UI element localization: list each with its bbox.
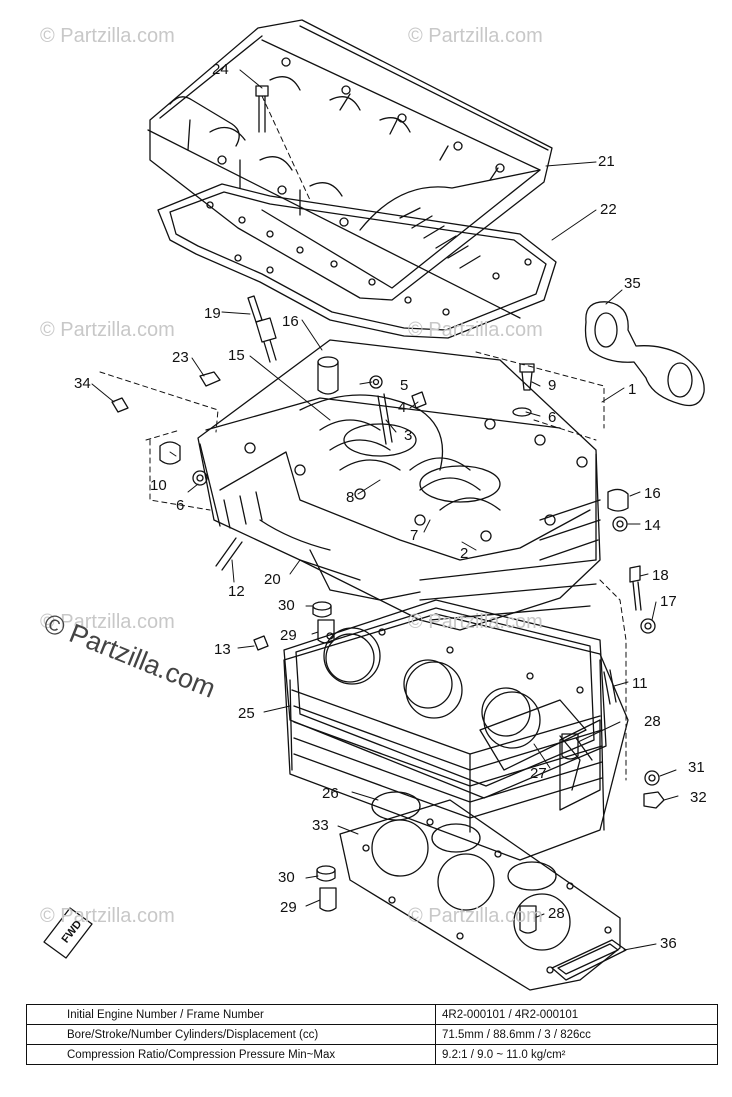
callout-33: 33 [312,817,329,834]
callout-19: 19 [204,305,221,322]
callout-16: 16 [644,485,661,502]
callout-25: 25 [238,705,255,722]
callout-35: 35 [624,275,641,292]
callout-15: 15 [228,347,245,364]
callout-24: 24 [212,61,229,78]
base-gasket [339,791,621,991]
callout-13: 13 [214,641,231,658]
studs [215,393,617,705]
callout-14: 14 [644,517,661,534]
leader-lines [91,69,679,951]
callout-22: 22 [600,201,617,218]
watermark: © Partzilla.com [40,905,175,927]
spark-plug [247,295,277,363]
callout-27: 27 [530,765,547,782]
callout-17: 17 [660,593,677,610]
callout-16: 16 [282,313,299,330]
spec-value: 9.2:1 / 9.0 ~ 11.0 kg/cm² [435,1044,718,1065]
assembly-lines [99,95,627,781]
spec-label: Compression Ratio/Compression Pressure M… [26,1044,436,1065]
cover-gasket [157,183,557,339]
callout-23: 23 [172,349,189,366]
callout-8: 8 [346,489,354,506]
watermark: © Partzilla.com [40,319,175,341]
gasket-35 [584,301,705,407]
callout-10: 10 [150,477,167,494]
callout-36: 36 [660,935,677,952]
head-gasket [283,599,607,799]
callout-9: 9 [548,377,556,394]
watermark: © Partzilla.com [40,611,175,633]
callout-21: 21 [598,153,615,170]
callout-31: 31 [688,759,705,776]
callout-26: 26 [322,785,339,802]
callout-5: 5 [400,377,408,394]
watermark: © Partzilla.com [408,319,543,341]
callout-1: 1 [628,381,636,398]
callout-29: 29 [280,899,297,916]
spec-row: Bore/Stroke/Number Cylinders/Displacemen… [26,1024,718,1045]
callout-6: 6 [176,497,184,514]
nuts [643,770,665,809]
callout-7: 7 [410,527,418,544]
callout-20: 20 [264,571,281,588]
spec-row: Compression Ratio/Compression Pressure M… [26,1044,718,1065]
callout-4: 4 [398,399,406,416]
bolt-24 [255,85,269,133]
watermark: © Partzilla.com [408,25,543,47]
fwd-arrow [43,907,93,959]
callout-28: 28 [548,905,565,922]
spec-row: Initial Engine Number / Frame Number 4R2… [26,1004,718,1025]
callout-11: 11 [632,675,648,692]
callout-3: 3 [404,427,412,444]
gasket-36 [551,939,627,981]
spec-table: Initial Engine Number / Frame Number 4R2… [26,1004,718,1065]
watermark: © Partzilla.com [408,905,543,927]
watermark: © Partzilla.com [408,611,543,633]
spec-label: Bore/Stroke/Number Cylinders/Displacemen… [26,1024,436,1045]
callout-32: 32 [690,789,707,806]
callout-30: 30 [278,597,295,614]
cylinder-head-cover [147,19,553,319]
callout-29: 29 [280,627,297,644]
callout-18: 18 [652,567,669,584]
small-parts [111,356,656,634]
spec-label: Initial Engine Number / Frame Number [26,1004,436,1025]
callout-6: 6 [548,409,556,426]
callout-30: 30 [278,869,295,886]
callout-28: 28 [644,713,661,730]
callout-2: 2 [460,545,468,562]
spec-value: 71.5mm / 88.6mm / 3 / 826cc [435,1024,718,1045]
cylinder-head [197,339,601,631]
spec-value: 4R2-000101 / 4R2-000101 [435,1004,718,1025]
callout-34: 34 [74,375,91,392]
callout-12: 12 [228,583,245,600]
dowels-lower [316,733,579,934]
callouts: 1 2 3 4 5 6 6 7 8 9 10 11 12 13 14 15 16… [74,61,707,952]
watermark: © Partzilla.com [40,25,175,47]
cylinder-block [283,613,629,861]
